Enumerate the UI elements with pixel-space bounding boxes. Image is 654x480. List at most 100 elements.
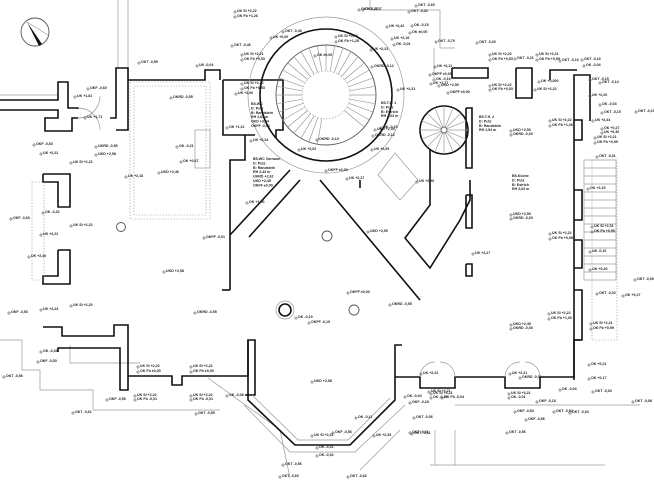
room-label-line: RH 2,65 m — [251, 115, 268, 119]
elevation-label: OKF -0,53 — [36, 142, 53, 146]
elevation-label: UK +2,02 — [301, 147, 316, 151]
elevation-label: UKD +2,50 — [513, 128, 531, 132]
stair-tread — [434, 107, 444, 128]
elevation-marker: UK SI +2,21 — [310, 433, 334, 438]
elevation-marker: OKT -0,46 — [230, 43, 251, 48]
elevation-marker: OKT -0,50 — [194, 411, 215, 416]
elevation-marker: UK SI +2,22 — [69, 223, 93, 228]
elevation-label: OK +0,000 — [541, 79, 558, 83]
elevation-label: OKT -0,46 — [234, 43, 251, 47]
elevation-marker: OKT -0,15 — [588, 77, 609, 82]
elevation-marker: UK SI +2,22 — [547, 311, 571, 316]
elevation-marker: UK SI +2,22 — [69, 160, 93, 165]
elevation-marker: OK Fb +0,53 — [240, 86, 265, 91]
elevation-marker: OK -0,21 — [175, 144, 194, 149]
elevation-marker: OK +1,21 — [225, 125, 244, 130]
elevation-marker: UK +2,20 — [588, 93, 607, 98]
elevation-label: UKD +2,50 — [513, 212, 531, 216]
room-label-line: RH 2,63 m — [381, 114, 398, 118]
elevation-marker: OK -0,34 — [39, 349, 58, 354]
elevation-marker: UK SI +3,21 — [507, 391, 531, 396]
elevation-label: UK SI +3,21 — [433, 391, 453, 395]
elevation-marker: OKRD -0,03 — [509, 216, 533, 221]
elevation-marker: UKD +2,58 — [310, 379, 332, 384]
elevation-label: OKT -0,16 — [562, 58, 579, 62]
elevation-marker: OKF -0,54 — [513, 409, 534, 414]
elevation-marker: UK +2,23 — [39, 307, 58, 312]
elevation-label: UK -0,10 — [592, 249, 606, 253]
elevation-label: OK +0,67 — [183, 159, 198, 163]
elevation-label: OK +0,17 — [591, 376, 606, 380]
elevation-marker: UK +1,81 — [73, 94, 92, 99]
elevation-marker: OK Fb -0,01 — [189, 397, 213, 402]
stair-tread — [329, 45, 336, 72]
elevation-label: OKF -0,56 — [335, 430, 352, 434]
exterior-walls — [0, 67, 591, 446]
elevation-marker: OK -0,03 — [598, 102, 617, 107]
elevation-marker: OK +1,00 — [245, 200, 264, 205]
stair-tread — [421, 120, 442, 130]
stair-tread — [444, 132, 454, 153]
elevation-label: OK Fb +0,99 — [597, 140, 618, 144]
elevation-label: UK +2,16 — [128, 174, 143, 178]
elevation-marker: OK Fb +1,25 — [334, 39, 359, 44]
elevation-marker: UK +2,27 — [471, 251, 490, 256]
elevation-label: OK +0,20 — [592, 267, 607, 271]
elevation-label: OKRD -0,12 — [374, 64, 394, 68]
elevation-label: OK Fb -0,01 — [193, 397, 213, 401]
room-label-line: B5-T.H. 1 — [381, 101, 396, 105]
stair-tread — [349, 85, 376, 92]
elevation-label: UKD +2,50 — [441, 83, 459, 87]
stair-tread — [276, 98, 303, 105]
elevation-label: OK +0,21 — [591, 362, 606, 366]
elevation-marker: OKT -0,54 — [552, 409, 573, 414]
elevation-marker: OK Fb -0,04 — [440, 395, 464, 400]
elevation-label: UK +2,05 — [374, 147, 389, 151]
elevation-marker: OK +0,21 — [587, 362, 606, 367]
stair-tread — [426, 112, 443, 129]
bay-steps — [251, 394, 391, 441]
elevation-label: OKT -0,61 — [414, 431, 431, 435]
elevation-label: UK +2,20 — [592, 93, 607, 97]
elevation-marker: OKT -0,16 — [580, 57, 601, 62]
stair-tread — [344, 110, 365, 128]
elevation-label: UKD +2,46 — [161, 170, 179, 174]
elevation-marker: UK SI +2,22 — [240, 81, 264, 86]
elevation-marker: OK -0,15 — [410, 23, 429, 28]
elevation-marker: OK Fb +0,98 — [548, 236, 573, 241]
elevation-marker: UK +2,22 — [419, 371, 438, 376]
elevation-marker: UKD +2,50 — [373, 127, 395, 132]
elevation-marker: UK SI +2,22 — [548, 231, 572, 236]
elevation-marker: OKT -0,08 — [631, 399, 652, 404]
elevation-label: OKT -0,37 — [361, 7, 378, 11]
elevation-marker: OKT -0,56 — [505, 430, 526, 435]
room-label-line: B: Randstein — [253, 166, 275, 170]
stair-tread — [434, 132, 444, 153]
elevation-marker: OK -0,01 — [392, 42, 411, 47]
elevation-marker: OK Fb +0,53 — [240, 57, 265, 62]
elevation-label: UK +2,27 — [475, 251, 490, 255]
elevation-label: UK +2,27 — [349, 176, 364, 180]
elevation-marker: OKRD -0,13 — [315, 137, 339, 142]
elevation-marker: OK -0,04 — [403, 394, 422, 399]
elevation-marker: UK +2,06 — [234, 91, 253, 96]
elevation-marker: OK -0,11 — [354, 415, 372, 420]
elevation-label: OKT -0,15 — [638, 109, 654, 113]
elevation-label: OKRD -0,55 — [197, 310, 217, 314]
elevation-marker: UK +2,22 — [369, 47, 388, 52]
elevation-marker: OKF -0,56 — [105, 397, 126, 402]
elevation-marker: UK +2,21 — [508, 371, 527, 376]
stair-tread — [349, 98, 376, 105]
elevation-marker: OK -0,20 — [379, 125, 398, 130]
elevation-marker: OK -0,32 — [41, 210, 60, 215]
elevation-label: OKFF ±0,00 — [450, 90, 470, 94]
elevation-marker: UK +2,05 — [370, 147, 389, 152]
elevation-marker: UK SI +2,22 — [133, 393, 157, 398]
room-label-line: RH 2,63 m — [512, 187, 529, 191]
elevation-marker: OK Fb +0,99 — [589, 326, 614, 331]
elevation-label: OKT -0,54 — [556, 409, 573, 413]
elevation-label: OKT -0,15 — [592, 77, 609, 81]
elevation-marker: OKRD -0,03 — [509, 326, 533, 331]
elevation-label: OKT -0,50 — [198, 411, 215, 415]
